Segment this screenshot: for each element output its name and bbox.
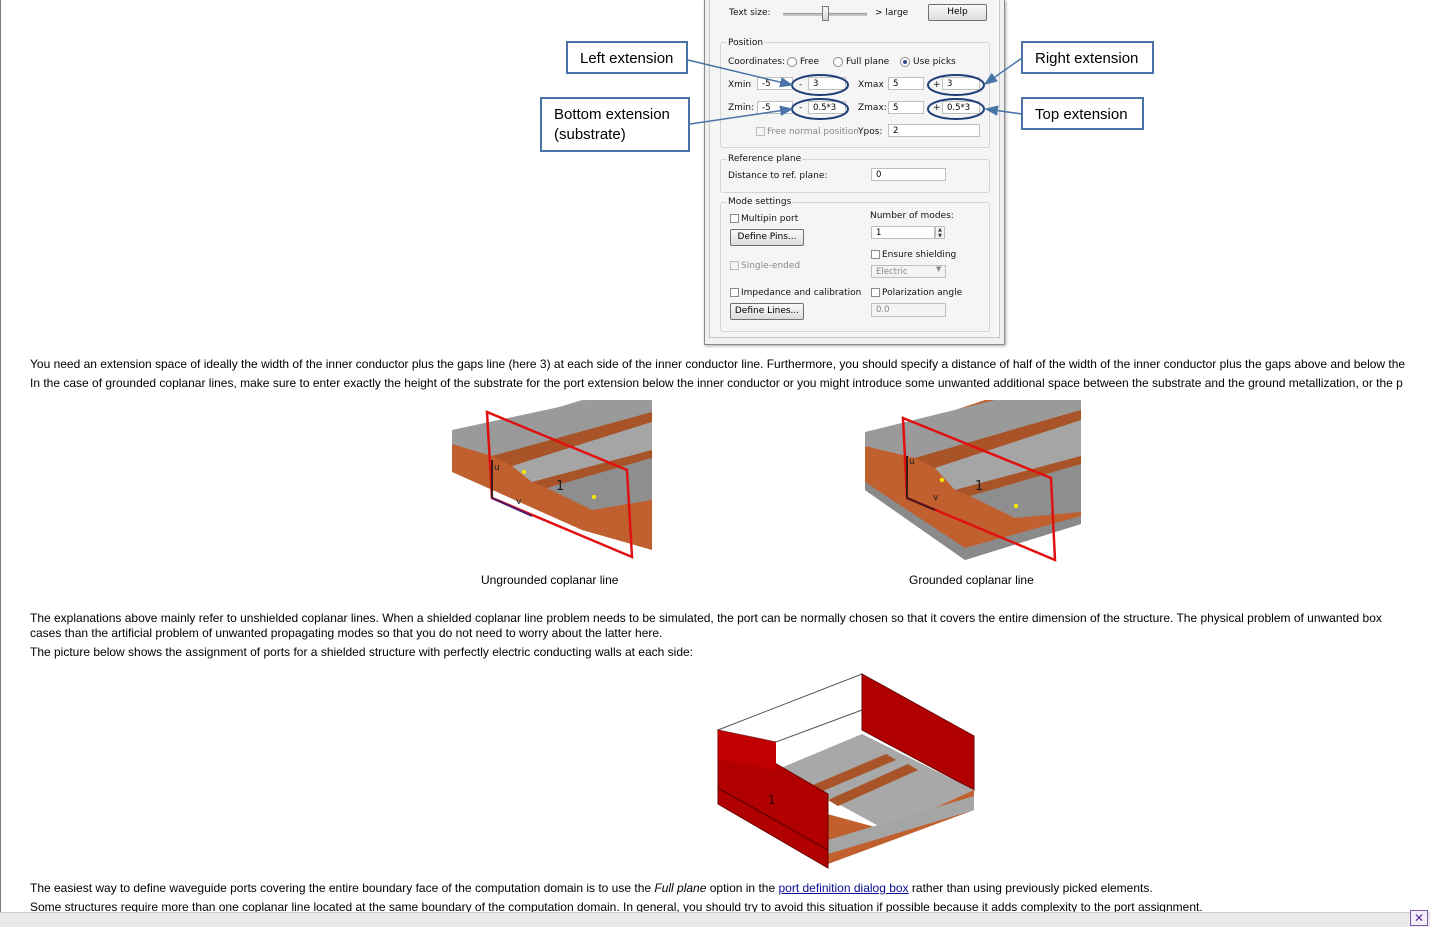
- coord-use-picks-label: Use picks: [913, 57, 956, 67]
- zmax-ext-sign: +: [933, 103, 941, 113]
- window-left-border: [0, 0, 1, 926]
- coord-free-label: Free: [800, 57, 820, 67]
- polarization-checkbox[interactable]: [871, 288, 880, 297]
- zmin-label: Zmin:: [728, 103, 755, 113]
- zmin-ext-field[interactable]: 0.5*3: [808, 101, 846, 114]
- paragraph-shielded-b: cases than the artificial problem of unw…: [30, 626, 663, 640]
- shielding-type-select[interactable]: Electric: [871, 265, 946, 278]
- full-plane-text-post: rather than using previously picked elem…: [908, 881, 1153, 895]
- position-group: [720, 42, 990, 148]
- bottom-extension-arrow: [689, 105, 794, 125]
- free-normal-label: Free normal position: [767, 127, 860, 137]
- shielded-structure-figure: 1: [716, 673, 975, 869]
- mode-settings-group: [720, 202, 990, 332]
- ensure-shielding-label: Ensure shielding: [882, 250, 957, 260]
- free-normal-checkbox[interactable]: [756, 127, 765, 136]
- left-extension-arrow: [687, 59, 794, 88]
- bottom-extension-line1: Bottom extension: [554, 106, 670, 123]
- ypos-field[interactable]: 2: [888, 124, 980, 137]
- paragraph-picture-intro: The picture below shows the assignment o…: [30, 645, 693, 659]
- zmax-ext-highlight: [927, 98, 985, 120]
- num-modes-spinner[interactable]: ▲▼: [935, 226, 945, 239]
- help-button[interactable]: Help: [928, 4, 987, 21]
- top-extension-callout: Top extension: [1021, 97, 1144, 130]
- ungrounded-axis-v: v: [516, 497, 522, 507]
- grounded-axis-v: v: [933, 493, 939, 503]
- ungrounded-coplanar-figure: 1 u v: [452, 400, 652, 559]
- paragraph-multiple-lines: Some structures require more than one co…: [30, 900, 1203, 914]
- position-group-label: Position: [727, 38, 765, 48]
- zmax-label: Zmax:: [858, 103, 887, 113]
- mode-settings-label: Mode settings: [727, 197, 793, 207]
- full-plane-text-pre: The easiest way to define waveguide port…: [30, 881, 655, 895]
- coord-use-picks-radio[interactable]: [900, 57, 910, 67]
- full-plane-text-mid: option in the: [706, 881, 779, 895]
- caption-ungrounded: Ungrounded coplanar line: [481, 573, 619, 587]
- bottom-extension-line2: (substrate): [554, 126, 626, 143]
- coord-full-plane-radio[interactable]: [833, 57, 843, 67]
- port-dialog: Text size: > large Help Position Coordin…: [704, 0, 1005, 345]
- close-icon[interactable]: ✕: [1410, 910, 1428, 926]
- chevron-down-icon: ▼: [936, 265, 942, 273]
- ypos-label: Ypos:: [858, 127, 883, 137]
- reference-plane-label: Reference plane: [727, 154, 803, 164]
- paragraph-grounded-note: In the case of grounded coplanar lines, …: [30, 376, 1403, 390]
- multipin-label: Multipin port: [741, 214, 799, 224]
- impedance-checkbox[interactable]: [730, 288, 739, 297]
- xmin-label: Xmin: [728, 80, 752, 90]
- text-size-slider[interactable]: [822, 6, 829, 21]
- xmax-ext-highlight: [927, 74, 985, 96]
- paragraph-full-plane: The easiest way to define waveguide port…: [30, 881, 1153, 896]
- grounded-coplanar-figure: 1 u v: [865, 400, 1081, 562]
- single-ended-label: Single-ended: [741, 261, 801, 271]
- define-pins-button[interactable]: Define Pins...: [730, 229, 804, 246]
- left-extension-callout: Left extension: [566, 41, 688, 74]
- define-lines-button[interactable]: Define Lines...: [730, 303, 804, 320]
- paragraph-shielded-a: The explanations above mainly refer to u…: [30, 611, 1382, 625]
- horizontal-scrollbar[interactable]: [0, 912, 1430, 927]
- single-ended-checkbox[interactable]: [730, 261, 739, 270]
- bottom-extension-callout: Bottom extension (substrate): [540, 97, 690, 152]
- multipin-checkbox[interactable]: [730, 214, 739, 223]
- grounded-axis-u: u: [909, 457, 915, 467]
- caption-grounded: Grounded coplanar line: [909, 573, 1034, 587]
- polarization-label: Polarization angle: [882, 288, 963, 298]
- zmin-ext-sign: -: [799, 103, 803, 113]
- zmax-ext-field[interactable]: 0.5*3: [942, 101, 980, 114]
- xmax-ext-sign: +: [933, 80, 941, 90]
- zmax-field[interactable]: 5: [888, 101, 924, 114]
- port-dialog-panel: [709, 0, 1000, 338]
- xmax-ext-field[interactable]: 3: [942, 77, 980, 90]
- ref-distance-label: Distance to ref. plane:: [728, 171, 828, 181]
- grounded-port-number: 1: [975, 479, 983, 494]
- coordinates-label: Coordinates:: [728, 57, 786, 67]
- polarization-field[interactable]: 0.0: [871, 303, 946, 317]
- ungrounded-port-number: 1: [556, 479, 564, 494]
- ref-distance-field[interactable]: 0: [871, 168, 946, 181]
- port-definition-link[interactable]: port definition dialog box: [778, 881, 909, 895]
- ensure-shielding-checkbox[interactable]: [871, 250, 880, 259]
- coord-full-plane-label: Full plane: [846, 57, 890, 67]
- xmax-field[interactable]: 5: [888, 77, 924, 90]
- text-size-max-label: > large: [875, 8, 909, 18]
- reference-plane-group: [720, 159, 990, 193]
- xmax-label: Xmax: [858, 80, 884, 90]
- right-extension-arrow: [983, 57, 1023, 85]
- num-modes-field[interactable]: 1: [871, 226, 935, 239]
- xmin-ext-highlight: [791, 74, 849, 96]
- impedance-label: Impedance and calibration: [741, 288, 862, 298]
- right-extension-callout: Right extension: [1021, 41, 1154, 74]
- xmin-ext-sign: -: [799, 80, 803, 90]
- top-extension-arrow: [984, 105, 1023, 116]
- full-plane-emphasis: Full plane: [654, 881, 707, 895]
- paragraph-extension-space: You need an extension space of ideally t…: [30, 357, 1406, 371]
- num-modes-label: Number of modes:: [870, 211, 954, 221]
- coord-free-radio[interactable]: [787, 57, 797, 67]
- xmin-ext-field[interactable]: 3: [808, 77, 846, 90]
- shielded-port-number: 1: [768, 793, 776, 807]
- zmin-ext-highlight: [791, 98, 849, 120]
- text-size-label: Text size:: [729, 8, 771, 18]
- ungrounded-axis-u: u: [494, 463, 500, 473]
